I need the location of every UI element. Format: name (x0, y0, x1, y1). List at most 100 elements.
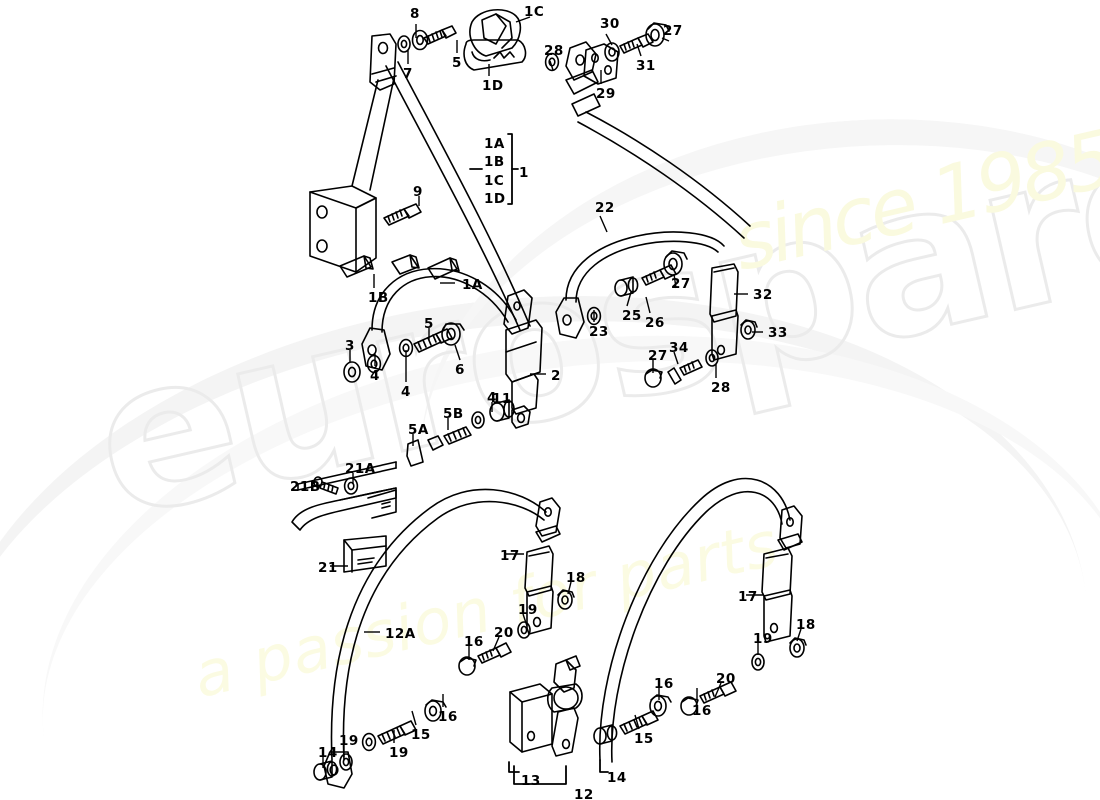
washer-28-bottom (705, 349, 719, 367)
leader-line (714, 682, 722, 698)
callout-1c: 1C (484, 173, 505, 189)
leader-line (796, 628, 802, 642)
right-belt-upper-anchor (565, 41, 601, 117)
leader-line (605, 33, 613, 46)
bolt-20-left (477, 642, 512, 664)
washer-19b (361, 732, 377, 752)
callout-20: 20 (716, 671, 736, 687)
callout-8: 8 (410, 6, 420, 22)
callout-1a: 1A (484, 136, 505, 152)
bolt-5-top (423, 25, 457, 45)
collar-16-left (424, 699, 447, 722)
callout-19: 19 (339, 733, 359, 749)
washer-30 (604, 42, 620, 62)
callout-2: 2 (551, 368, 561, 384)
callout-14: 14 (607, 770, 627, 786)
washer-19-center (517, 621, 531, 639)
washer-4a (366, 354, 382, 374)
washer-19-right (751, 653, 765, 671)
cap-16-left (458, 656, 477, 676)
collar-18-left (557, 589, 575, 610)
callout-19: 19 (753, 631, 773, 647)
bolt-5B (427, 426, 472, 451)
callout-22: 22 (595, 200, 615, 216)
group-bracket-14r (599, 759, 609, 773)
bolt-5 (413, 328, 453, 353)
leader-line (567, 581, 572, 595)
belt-right-tongue (777, 505, 803, 551)
leader-line (515, 16, 531, 23)
buckle-mechanism-12 (546, 655, 583, 757)
callout-16: 16 (464, 634, 484, 650)
callout-4: 4 (401, 384, 411, 400)
buckle-32 (709, 263, 739, 361)
callout-20: 20 (494, 625, 514, 641)
callout-16: 16 (438, 709, 458, 725)
callout-5b: 5B (443, 406, 464, 422)
collar-18-right (789, 637, 807, 658)
callout-4: 4 (370, 368, 380, 384)
callout-1b: 1B (368, 290, 389, 306)
callout-18: 18 (796, 617, 816, 633)
group-bracket-1 (469, 133, 519, 205)
washer-28-top (544, 52, 560, 72)
belt-12A-tongue (535, 497, 561, 543)
callout-12a: 12A (385, 626, 416, 642)
cover-21 (343, 535, 387, 573)
buckle-17-left (524, 545, 554, 635)
callout-1: 1 (519, 165, 529, 181)
callout-1a: 1A (462, 277, 483, 293)
leader-line (661, 37, 670, 42)
callout-1b: 1B (484, 154, 505, 170)
leader-line (634, 714, 640, 730)
callout-19: 19 (389, 745, 409, 761)
callout-32: 32 (753, 287, 773, 303)
washer-23 (586, 306, 602, 326)
leader-line (454, 344, 461, 361)
part-1D-trim (463, 39, 527, 71)
collar-16-right (649, 694, 672, 717)
washer-21A (343, 477, 359, 495)
bolt-34 (667, 359, 703, 385)
washer-8 (411, 29, 429, 51)
callout-28: 28 (711, 380, 731, 396)
leader-line (522, 613, 528, 627)
bolt-15-right (619, 710, 659, 735)
part-1C-trim (469, 9, 522, 57)
callout-5a: 5A (408, 422, 429, 438)
leader-line (492, 636, 500, 652)
leader-line (411, 710, 417, 726)
sill-rail-21 (291, 487, 397, 531)
callout-19: 19 (518, 602, 538, 618)
leader-line (645, 296, 651, 314)
bolt-31 (619, 33, 654, 54)
callout-15: 15 (634, 731, 654, 747)
callout-1d: 1D (484, 191, 506, 207)
leader-line (673, 351, 679, 365)
belt-upper-anchor (369, 33, 397, 91)
callout-27: 27 (671, 276, 691, 292)
leader-line (626, 291, 632, 307)
callout-17: 17 (500, 548, 520, 564)
callout-9: 9 (413, 184, 423, 200)
callout-5: 5 (424, 316, 434, 332)
screw-21B (313, 476, 339, 495)
cap-16-right (680, 696, 699, 716)
callout-28: 28 (544, 43, 564, 59)
callout-6: 6 (455, 362, 465, 378)
callout-7: 7 (403, 66, 413, 82)
callout-4: 4 (487, 390, 497, 406)
washer-4c (471, 411, 485, 429)
collar-6 (441, 322, 465, 346)
collar-27-right (663, 250, 688, 276)
callout-27: 27 (648, 348, 668, 364)
washer-7 (397, 35, 411, 53)
callout-12: 12 (574, 787, 594, 800)
callout-25: 25 (622, 308, 642, 324)
callout-1c: 1C (524, 4, 545, 20)
callout-11: 11 (492, 391, 512, 407)
callout-14: 14 (318, 745, 338, 761)
bushing-14-left (313, 760, 338, 781)
